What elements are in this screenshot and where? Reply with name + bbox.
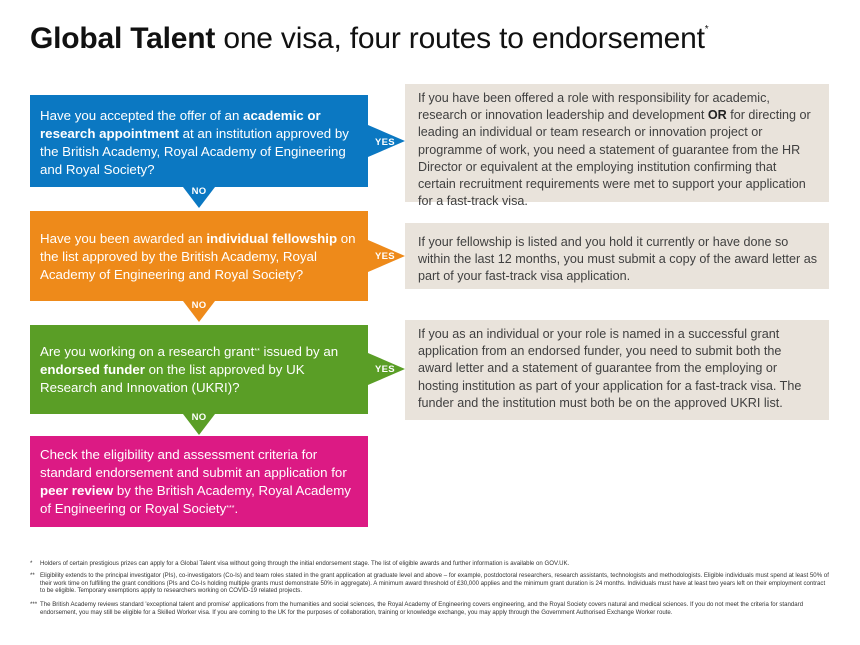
page-title: Global Talent one visa, four routes to e…: [30, 22, 709, 56]
route-text: .: [234, 501, 239, 516]
answer-emphasis: OR: [707, 108, 727, 123]
answer-academic-appointment: If you have been offered a role with res…: [405, 84, 829, 208]
yes-label: YES: [375, 364, 395, 375]
footnote-2: ** Eligibility extends to the principal i…: [30, 572, 830, 595]
answer-individual-fellowship: If your fellowship is listed and you hol…: [405, 223, 829, 289]
footnote-mark: ***: [30, 601, 38, 608]
footnote-text: Eligibility extends to the principal inv…: [40, 572, 829, 595]
route-emphasis: peer review: [40, 483, 114, 498]
title-rest: one visa, four routes to endorsement: [215, 22, 705, 55]
answer-research-grant: If you as an individual or your role is …: [405, 320, 829, 420]
question-text: at an institution approved by the Britis…: [40, 126, 349, 177]
question-text: on the list approved by the British Acad…: [40, 231, 356, 282]
question-text: Have you accepted the offer of an: [40, 108, 244, 123]
question-text: Have you been awarded an: [40, 231, 207, 246]
question-research-grant: Are you working on a research grant** is…: [30, 325, 368, 414]
no-arrow: [183, 414, 215, 435]
route-text: by the British Academy, Royal Academy of…: [40, 483, 351, 516]
question-emphasis: individual fellowship: [206, 231, 338, 246]
no-label: NO: [191, 412, 207, 423]
question-text: on the list approved by UK Research and …: [40, 362, 305, 395]
yes-label: YES: [375, 137, 395, 148]
no-label: NO: [191, 300, 207, 311]
route-text: Check the eligibility and assessment cri…: [40, 447, 347, 480]
question-text: issued by an: [259, 344, 339, 359]
answer-text: If you have been offered a role with res…: [418, 91, 770, 123]
question-emphasis: academic or research appointment: [40, 108, 321, 141]
footnote-mark: *: [30, 560, 33, 567]
footnote-3: ***The British Academy reviews standard …: [30, 601, 830, 616]
question-emphasis: endorsed funder: [40, 362, 145, 377]
question-academic-appointment: Have you accepted the offer of an academ…: [30, 95, 368, 187]
footnote-text: The British Academy reviews standard 'ex…: [40, 601, 804, 616]
question-individual-fellowship: Have you been awarded an individual fell…: [30, 211, 368, 301]
yes-arrow: [368, 240, 405, 272]
question-text: Are you working on a research grant: [40, 344, 255, 359]
answer-text: for directing or leading an individual o…: [418, 108, 811, 209]
title-bold: Global Talent: [30, 22, 216, 55]
peer-review-route: Check the eligibility and assessment cri…: [30, 436, 368, 527]
footnote-text: Holders of certain prestigious prizes ca…: [40, 560, 570, 567]
no-arrow: [183, 301, 215, 322]
title-footnote-mark: *: [704, 24, 709, 35]
footnote-1: * Holders of certain prestigious prizes c…: [30, 560, 830, 568]
footnote-mark: **: [254, 348, 260, 355]
yes-arrow: [368, 125, 405, 157]
footnote-mark: **: [30, 572, 35, 579]
yes-label: YES: [375, 251, 395, 262]
no-arrow: [183, 187, 215, 208]
no-label: NO: [191, 186, 207, 197]
yes-arrow: [368, 353, 405, 385]
footnote-mark: ***: [226, 505, 235, 512]
